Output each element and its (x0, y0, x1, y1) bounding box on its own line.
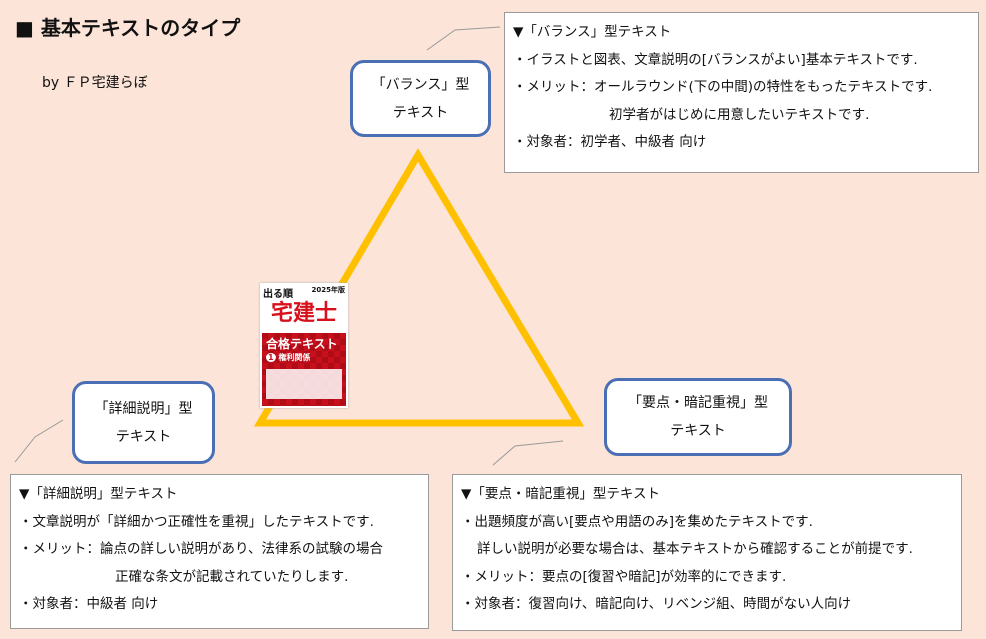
info-heading: ▼「バランス」型テキスト (513, 24, 672, 40)
book-volume-title: 権利関係 (278, 353, 311, 362)
info-line: ・メリット：オールラウンド(下の中間)の特性をもったテキストです. (513, 79, 933, 95)
info-heading: ▼「詳細説明」型テキスト (19, 486, 178, 502)
node-label: テキスト (115, 428, 172, 445)
connector-line (426, 26, 501, 51)
info-line: ・文章説明が「詳細かつ正確性を重視」したテキストです. (19, 513, 374, 530)
book-cover-image: 出る順 2025年版 宅建士 合格テキスト 1 権利関係 (260, 283, 348, 408)
info-detail: ▼「詳細説明」型テキスト ・文章説明が「詳細かつ正確性を重視」したテキストです.… (10, 474, 429, 629)
node-detail: 「詳細説明」型 テキスト (72, 381, 215, 464)
info-line: ・メリット：論点の詳しい説明があり、法律系の試験の場合 (19, 541, 383, 557)
info-line: ・イラストと図表、文章説明の[バランスがよい]基本テキストです. (513, 51, 918, 68)
info-key: ▼「要点・暗記重視」型テキスト ・出題頻度が高い[要点や用語のみ]を集めたテキス… (452, 474, 962, 631)
info-line: 正確な条文が記載されていたりします. (115, 568, 349, 585)
node-label: 「要点・暗記重視」型 (628, 395, 768, 411)
info-line: ・対象者：復習向け、暗記向け、リベンジ組、時間がない人向け (461, 596, 852, 612)
connector-line (492, 440, 564, 466)
info-line: ・対象者：中級者 向け (19, 596, 159, 612)
info-line: 詳しい説明が必要な場合は、基本テキストから確認することが前提です. (477, 541, 913, 557)
book-series: 出る順 (263, 289, 293, 300)
node-label: 「詳細説明」型 (94, 400, 193, 417)
info-line: 初学者がはじめに用意したいテキストです. (609, 106, 870, 123)
info-line: ・メリット：要点の[復習や暗記]が効率的にできます. (461, 568, 787, 585)
book-year: 2025年版 (311, 286, 345, 294)
connector-line (14, 419, 64, 463)
book-volume: 1 (266, 353, 276, 362)
page-title: ■ 基本テキストのタイプ (15, 16, 241, 40)
node-label: テキスト (392, 104, 449, 121)
info-line: ・出題頻度が高い[要点や用語のみ]を集めたテキストです. (461, 513, 813, 530)
byline: by ＦＰ宅建らぼ (42, 75, 148, 91)
book-title: 宅建士 (270, 301, 337, 326)
node-balance: 「バランス」型 テキスト (350, 60, 491, 137)
info-line: ・対象者：初学者、中級者 向け (513, 134, 707, 150)
node-key: 「要点・暗記重視」型 テキスト (604, 378, 792, 456)
book-subtitle: 合格テキスト (266, 337, 338, 351)
node-label: 「バランス」型 (371, 76, 470, 93)
node-label: テキスト (670, 423, 726, 439)
info-balance: ▼「バランス」型テキスト ・イラストと図表、文章説明の[バランスがよい]基本テキ… (504, 12, 979, 173)
info-heading: ▼「要点・暗記重視」型テキスト (461, 486, 660, 502)
